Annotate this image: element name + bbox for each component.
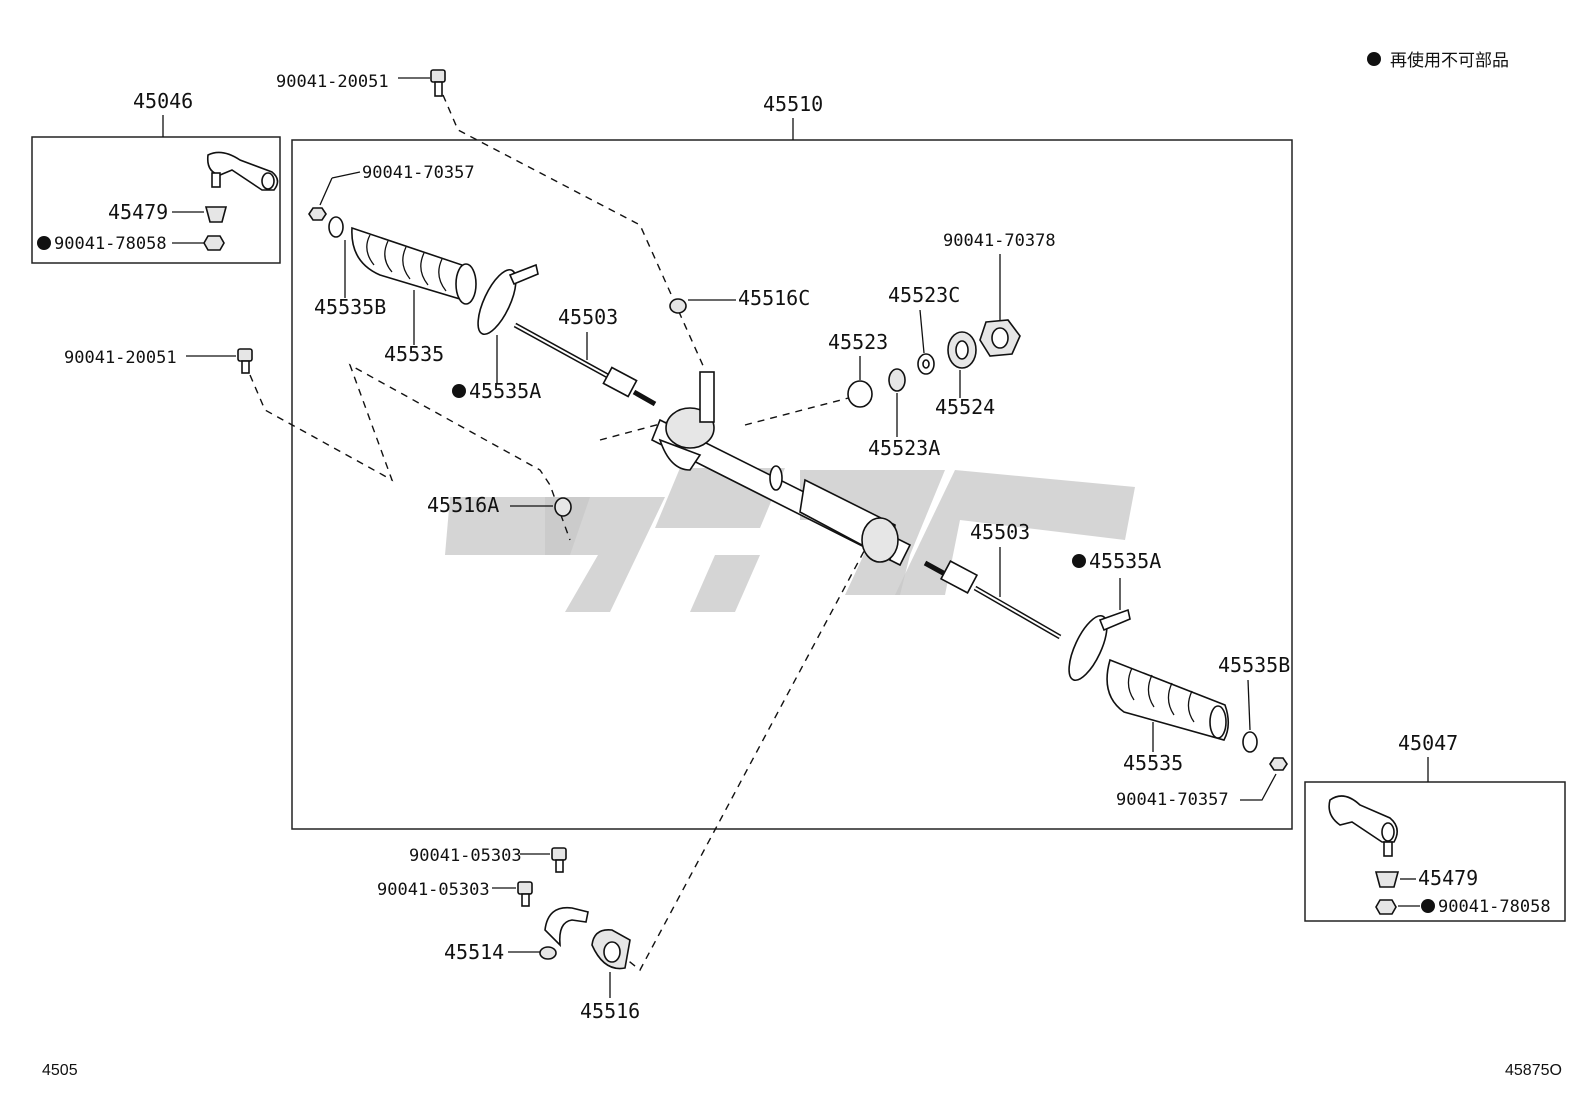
non-reusable-dot-icon — [452, 384, 466, 398]
label-45524: 45524 — [935, 395, 995, 419]
label-45479-right: 45479 — [1418, 866, 1478, 890]
bolt-top-icon — [430, 69, 446, 97]
non-reusable-dot-icon — [1421, 899, 1435, 913]
bracket-icon — [539, 906, 589, 960]
legend-dot-icon — [1367, 52, 1381, 66]
label-45523A: 45523A — [868, 436, 940, 460]
label-90041-05303-bottom: 90041-05303 — [377, 880, 490, 900]
non-reusable-dot-icon — [37, 236, 51, 250]
label-90041-70357-top: 90041-70357 — [362, 163, 475, 183]
non-reusable-dot-icon — [1072, 554, 1086, 568]
label-45535-right: 45535 — [1123, 751, 1183, 775]
label-90041-78058-left: 90041-78058 — [54, 234, 167, 254]
bolt-bottom-1-icon — [551, 847, 567, 873]
bushing-icon — [591, 928, 631, 970]
left-nut-icon — [203, 235, 225, 251]
locknut-icon — [979, 319, 1021, 357]
assembly-number-45510: 45510 — [763, 92, 823, 116]
label-45516C: 45516C — [738, 286, 810, 310]
label-45523C: 45523C — [888, 283, 960, 307]
boot-right-icon — [1106, 658, 1230, 741]
spring-icon — [888, 368, 906, 392]
label-45523: 45523 — [828, 330, 888, 354]
left-tie-rod-end-box — [31, 136, 281, 264]
band-left-icon — [477, 263, 539, 335]
label-45535B-left: 45535B — [314, 295, 386, 319]
tie-rod-right-icon — [923, 560, 1062, 640]
label-45503-right: 45503 — [970, 520, 1030, 544]
label-90041-20051-left: 90041-20051 — [64, 348, 177, 368]
boot-left-icon — [351, 226, 477, 305]
footer-left-code: 4505 — [42, 1062, 78, 1079]
label-90041-70357-right: 90041-70357 — [1116, 790, 1229, 810]
label-45516A: 45516A — [427, 493, 499, 517]
label-90041-78058-right: 90041-78058 — [1438, 897, 1551, 917]
clip-right-icon — [1242, 731, 1288, 771]
band-right-icon — [1068, 608, 1131, 681]
label-45535A-right: 45535A — [1089, 549, 1161, 573]
grommet-a-icon — [554, 497, 572, 517]
clip-top-left-icon — [308, 207, 344, 238]
label-90041-05303-top: 90041-05303 — [409, 846, 522, 866]
right-seat-icon — [1374, 871, 1400, 888]
adjusting-plug-icon — [947, 331, 977, 369]
right-nut-icon — [1375, 899, 1397, 915]
label-45535B-right: 45535B — [1218, 653, 1290, 677]
right-tie-rod-end-icon — [1328, 795, 1398, 857]
grommet-c-icon — [669, 298, 687, 314]
rack-guide-icon — [847, 380, 873, 408]
left-seat-icon — [204, 206, 228, 223]
left-tie-rod-end-icon — [206, 151, 279, 191]
label-90041-70378: 90041-70378 — [943, 231, 1056, 251]
footer-right-code: 45875O — [1505, 1062, 1562, 1079]
rack-housing-icon — [650, 371, 912, 567]
label-45479-left: 45479 — [108, 200, 168, 224]
label-45503-left: 45503 — [558, 305, 618, 329]
washer-icon — [917, 353, 935, 375]
bolt-bottom-2-icon — [517, 881, 533, 907]
label-45535A-left: 45535A — [469, 379, 541, 403]
assembly-number-45047: 45047 — [1398, 731, 1458, 755]
tie-rod-left-icon — [513, 322, 657, 407]
label-90041-20051-top: 90041-20051 — [276, 72, 389, 92]
bolt-left-icon — [237, 348, 253, 374]
legend-text: 再使用不可部品 — [1390, 50, 1509, 71]
rack-assembly-box — [291, 139, 1293, 830]
right-tie-rod-end-box — [1304, 781, 1566, 922]
label-45514: 45514 — [444, 940, 504, 964]
label-45535-left: 45535 — [384, 342, 444, 366]
assembly-number-45046: 45046 — [133, 89, 193, 113]
label-45516: 45516 — [580, 999, 640, 1023]
